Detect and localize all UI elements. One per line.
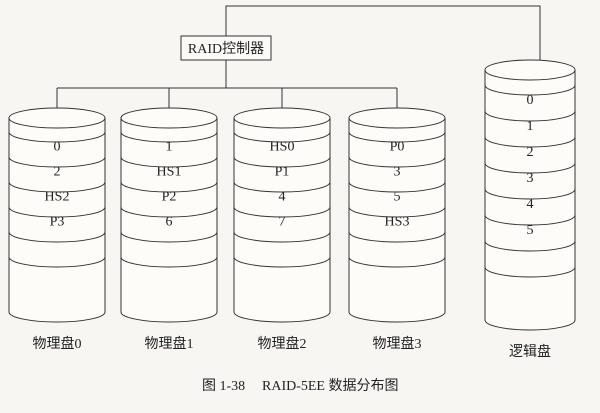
physical-disk-3-label: 物理盘3: [373, 335, 422, 352]
caption-figure-number: 图 1-38: [202, 379, 245, 394]
physical-disk-0-block: HS2: [45, 190, 70, 205]
physical-disk-2-label: 物理盘2: [258, 335, 307, 352]
physical-disk-1-top: [121, 108, 217, 128]
logical-disk-group: 0 1 2 3 4 5 逻辑盘: [485, 60, 575, 360]
logical-disk-label: 逻辑盘: [509, 343, 551, 360]
logical-disk-block: 4: [527, 197, 534, 212]
physical-disk-1-block: HS1: [157, 165, 182, 180]
physical-disk-3-block: 5: [394, 190, 401, 205]
physical-disk-3-block: HS3: [385, 215, 410, 230]
physical-disk-0-block: 2: [54, 165, 61, 180]
physical-disk-1-block: 6: [166, 215, 173, 230]
logical-disk-block: 5: [527, 223, 534, 238]
logical-disk-block: 2: [527, 145, 534, 160]
logical-disk: 0 1 2 3 4 5 逻辑盘: [485, 60, 575, 360]
physical-disk-1-block: 1: [166, 140, 173, 155]
physical-disk-3-block: 3: [394, 165, 401, 180]
caption-title: RAID-5EE 数据分布图: [262, 378, 399, 394]
logical-disk-top: [485, 60, 575, 80]
controller-to-logical-line: [226, 6, 540, 60]
physical-disk-3-top: [349, 108, 445, 128]
physical-disk-1-block: P2: [162, 190, 177, 205]
figure-caption: 图 1-38 RAID-5EE 数据分布图: [202, 378, 399, 394]
physical-disk-2-top: [234, 108, 330, 128]
raid-controller: RAID控制器: [181, 36, 271, 60]
logical-disk-block: 1: [527, 119, 534, 134]
logical-disk-block: 3: [527, 171, 534, 186]
physical-disk-1-label: 物理盘1: [145, 335, 194, 352]
logical-disk-block: 0: [527, 93, 534, 108]
controller-label: RAID控制器: [188, 41, 264, 57]
physical-disk-2-block: 7: [279, 215, 286, 230]
physical-disk-2-block: HS0: [270, 140, 295, 155]
physical-disk-2-block: P1: [275, 165, 290, 180]
physical-disk-0-block: 0: [54, 140, 61, 155]
connectors: [57, 6, 540, 108]
physical-disk-0-block: P3: [50, 215, 65, 230]
physical-disk-0-top: [9, 108, 105, 128]
physical-disk-3-block: P0: [390, 140, 405, 155]
physical-disk-2-block: 4: [279, 190, 286, 205]
physical-disk-0-label: 物理盘0: [33, 335, 82, 352]
